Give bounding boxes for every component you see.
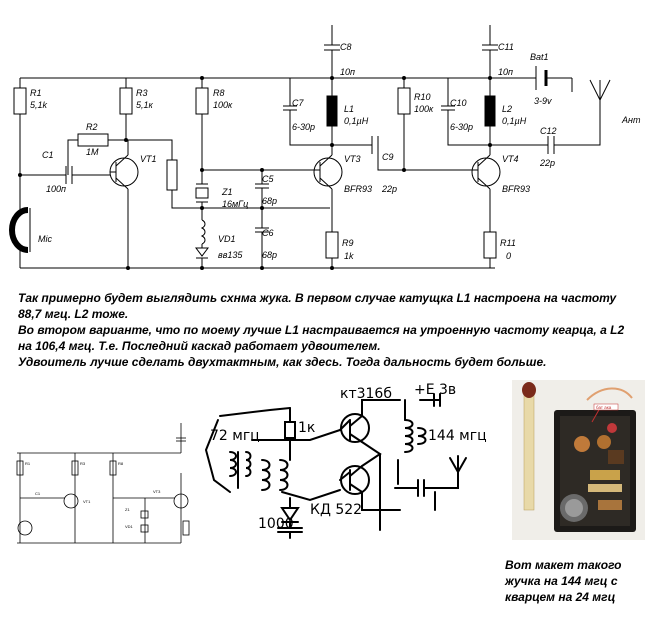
sketch-resistor: 1к — [298, 420, 315, 436]
z1-label: Z1 — [221, 187, 233, 197]
vt1-label: VT1 — [140, 154, 157, 164]
r2-value: 1M — [86, 147, 99, 157]
sketch-diode: КД 522 — [310, 502, 362, 518]
c6-value: 68р — [262, 250, 277, 260]
description-paragraph-2: Во втором варианте, что по моему лучше L… — [18, 323, 625, 353]
prototype-photo-image: бат ака — [522, 382, 636, 532]
r11-label: R11 — [500, 238, 516, 248]
l1-label: L1 — [344, 104, 354, 114]
bat1-value: 3-9v — [534, 96, 552, 106]
svg-text:Z1: Z1 — [125, 507, 130, 512]
antenna-label: Ант — [621, 115, 641, 125]
r1-value: 5,1k — [30, 100, 48, 110]
c9-value: 22р — [381, 184, 397, 194]
svg-text:C1: C1 — [35, 491, 41, 496]
svg-text:R1: R1 — [25, 461, 31, 466]
c12-label: C12 — [540, 126, 557, 136]
c11-value: 10п — [498, 67, 513, 77]
c7-label: C7 — [292, 98, 304, 108]
vt4-label: VT4 — [502, 154, 519, 164]
c10-value: 6-30р — [450, 122, 473, 132]
photo-caption: Вот макет такого жучка на 144 мгц с квар… — [505, 557, 655, 605]
vd1-value: вв135 — [218, 250, 243, 260]
vd1-label: VD1 — [218, 234, 236, 244]
c8-value: 10п — [340, 67, 355, 77]
r1-label: R1 — [30, 88, 42, 98]
sketch-freq-in: 72 мгц — [210, 428, 260, 444]
r3-value: 5,1к — [136, 100, 154, 110]
c8-label: C8 — [340, 42, 352, 52]
r8-label: R8 — [213, 88, 225, 98]
r9-value: 1k — [344, 251, 354, 261]
svg-text:VD1: VD1 — [125, 524, 134, 529]
description-paragraph-1: Так примерно будет выглядить схнма жука.… — [18, 291, 617, 321]
photo-board-label: бат ака — [596, 405, 612, 410]
c7-value: 6-30р — [292, 122, 315, 132]
prototype-photo: бат ака — [512, 380, 645, 540]
c5-value: 68р — [262, 196, 277, 206]
caption-line-1: Вот макет такого — [505, 558, 622, 572]
l1-value: 0,1µH — [344, 116, 369, 126]
l2-label: L2 — [502, 104, 512, 114]
c11-label: C11 — [498, 42, 514, 52]
r9-label: R9 — [342, 238, 354, 248]
r8-value: 100к — [213, 100, 233, 110]
description-paragraph-3: Удвоитель лучше сделать двухтактным, как… — [18, 355, 547, 369]
sketch-supply: +Е 3в — [414, 382, 456, 398]
description: Так примерно будет выглядить схнма жука.… — [18, 290, 628, 370]
mic-label: Mic — [38, 234, 52, 244]
c12-value: 22р — [539, 158, 555, 168]
c10-label: C10 — [450, 98, 467, 108]
svg-text:VT3: VT3 — [153, 489, 161, 494]
z1-value: 16мГц — [222, 199, 248, 209]
svg-text:R3: R3 — [80, 461, 86, 466]
l2-value: 0,1µH — [502, 116, 527, 126]
bat1-label: Bat1 — [530, 52, 549, 62]
r10-label: R10 — [414, 92, 431, 102]
sketch-freq-out: 144 мгц — [428, 428, 487, 444]
r11-value: 0 — [506, 251, 511, 261]
svg-text:R8: R8 — [118, 461, 124, 466]
svg-text:VT1: VT1 — [83, 499, 91, 504]
r10-value: 100к — [414, 104, 434, 114]
c1-label: C1 — [42, 150, 54, 160]
caption-line-3: кварцем на 24 мгц — [505, 590, 616, 604]
c1-value: 100п — [46, 184, 66, 194]
vt3-label: VT3 — [344, 154, 361, 164]
top-schematic: R1 5,1k R2 1M R3 5,1к R8 100к C1 100п VT… — [9, 25, 641, 270]
c9-label: C9 — [382, 152, 394, 162]
hand-sketch: 72 мгц 144 мгц кт316б +Е 3в 1к КД 522 10… — [204, 382, 487, 539]
r2-label: R2 — [86, 122, 98, 132]
sketch-capacitor: 1000 — [258, 516, 294, 532]
r3-label: R3 — [136, 88, 148, 98]
vt4-type: BFR93 — [502, 184, 530, 194]
c6-label: C6 — [262, 228, 274, 238]
vt3-type: BFR93 — [344, 184, 372, 194]
caption-line-2: жучка на 144 мгц с — [505, 574, 618, 588]
sketch-transistor: кт316б — [340, 386, 392, 402]
c5-label: C5 — [262, 174, 274, 184]
